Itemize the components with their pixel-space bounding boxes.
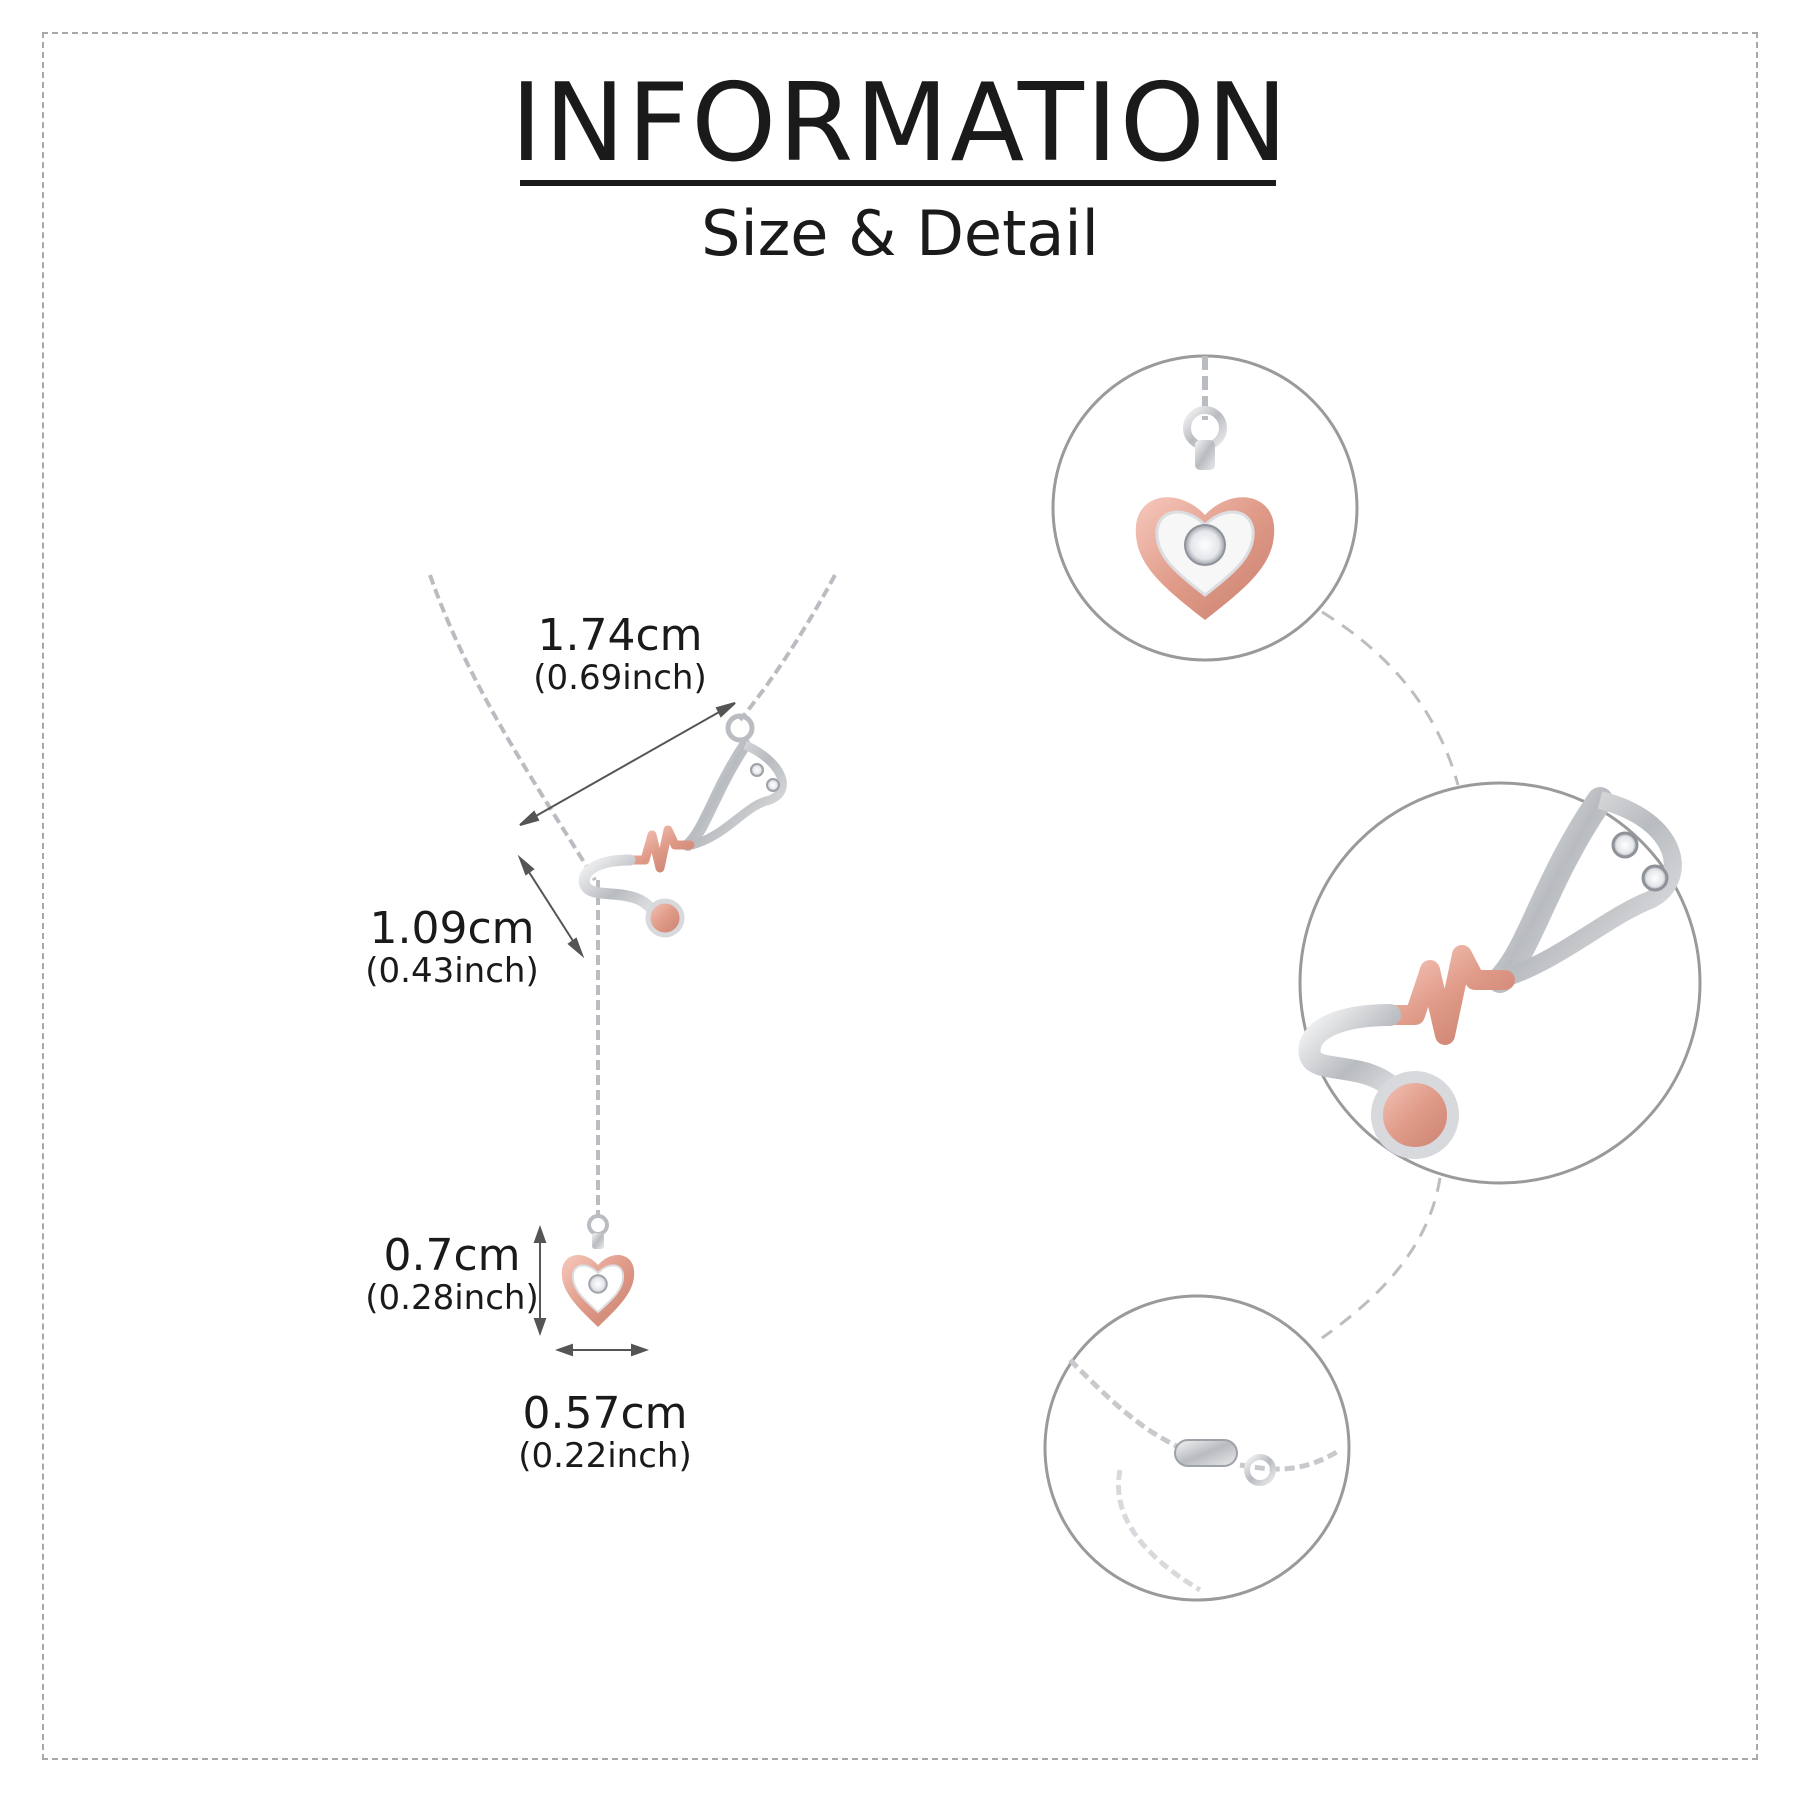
page-title: INFORMATION <box>510 61 1290 186</box>
dim-stethoscope-height: 1.09cm (0.43inch) <box>352 903 552 992</box>
detail-connectors <box>1321 610 1460 1340</box>
small-heart-pendant <box>561 1214 635 1327</box>
dim-heart-width-cm: 0.57cm <box>522 1388 688 1439</box>
necklace-chain <box>428 574 837 1215</box>
detail-circle-clasp <box>1043 1294 1351 1602</box>
dim-chain-width-cm: 1.74cm <box>537 610 703 661</box>
dashed-frame <box>42 32 1758 1760</box>
dim-heart-height-cm: 0.7cm <box>383 1230 521 1281</box>
dim-heart-height: 0.7cm (0.28inch) <box>352 1230 552 1319</box>
detail-circle-heart <box>1051 354 1359 662</box>
dim-stethoscope-height-cm: 1.09cm <box>369 903 535 954</box>
detail-circle-stethoscope <box>1298 781 1702 1185</box>
dim-heart-width-inch: (0.22inch) <box>518 1436 692 1477</box>
title-underline <box>520 180 1276 186</box>
dim-heart-height-inch: (0.28inch) <box>365 1278 539 1319</box>
dim-stethoscope-height-inch: (0.43inch) <box>365 951 539 992</box>
dimension-lines <box>517 702 736 1357</box>
dim-chain-width-inch: (0.69inch) <box>533 658 707 699</box>
dim-chain-width: 1.74cm (0.69inch) <box>520 610 720 699</box>
page-subtitle: Size & Detail <box>701 197 1099 270</box>
stethoscope-pendant <box>578 713 787 938</box>
dim-heart-width: 0.57cm (0.22inch) <box>505 1388 705 1477</box>
